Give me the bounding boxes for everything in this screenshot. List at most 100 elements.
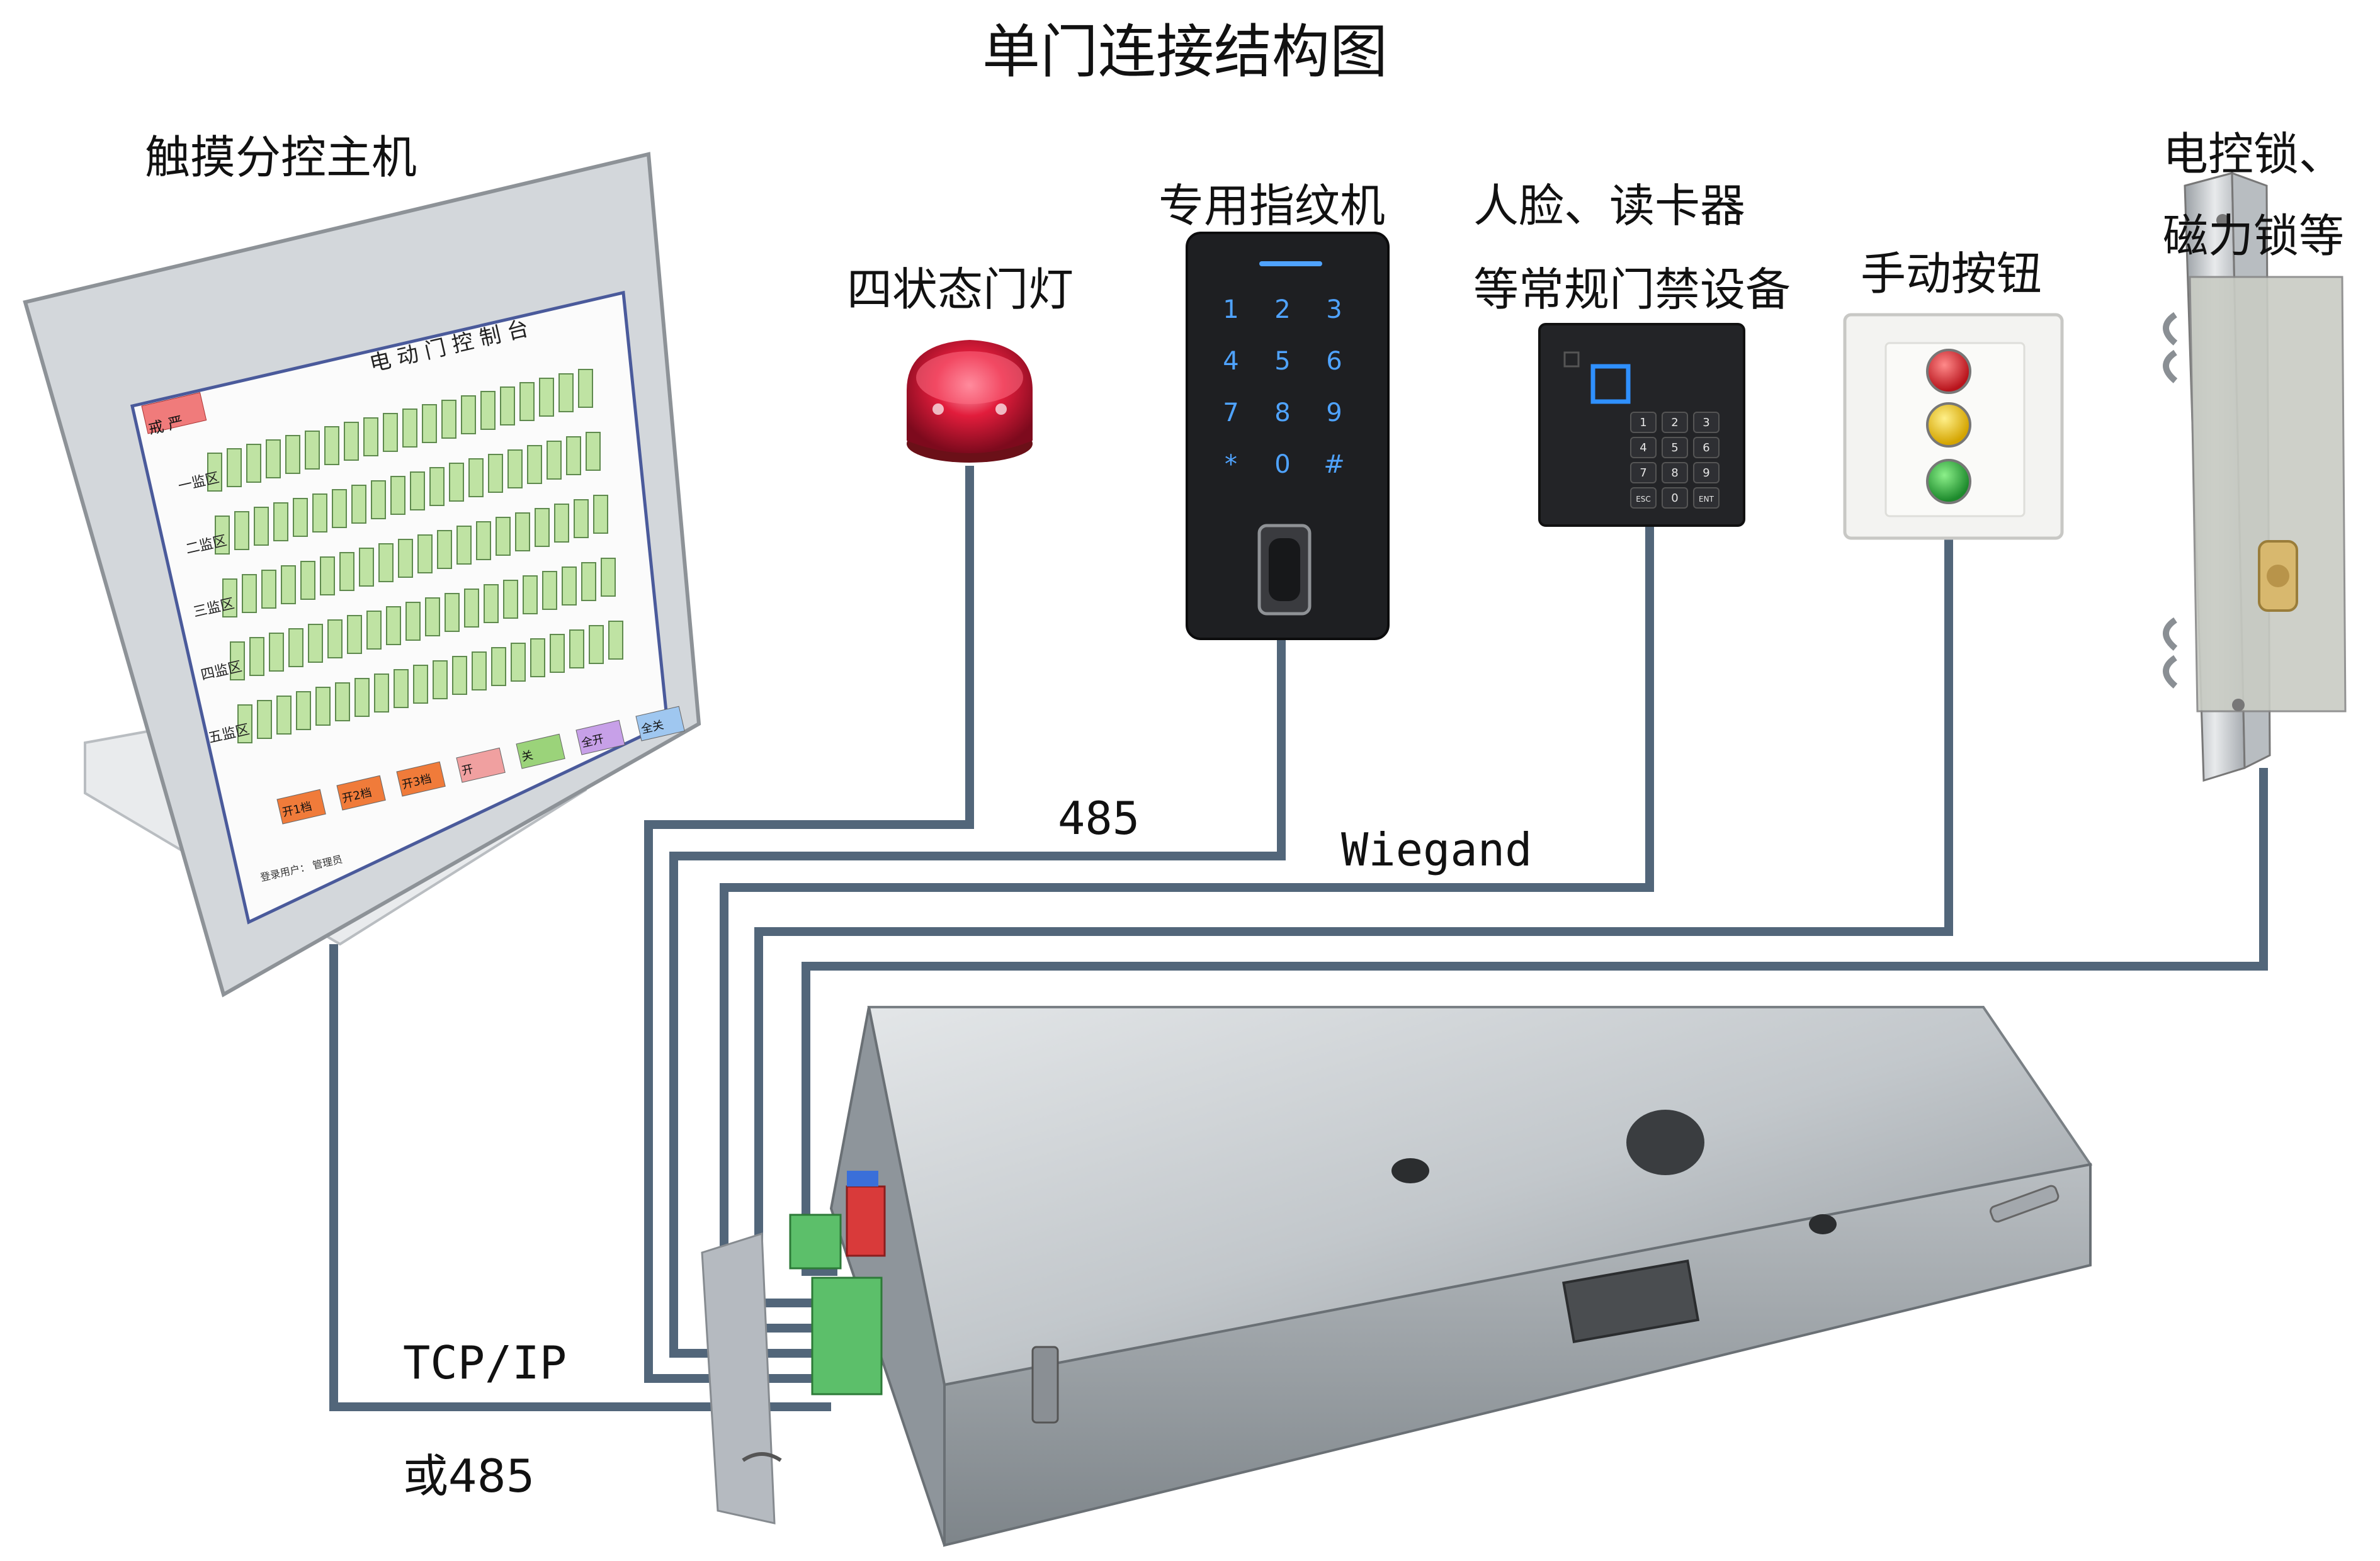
- screen-button: [336, 775, 386, 811]
- reader-key: [1630, 487, 1657, 509]
- fingerprint-key: 1: [1223, 295, 1238, 324]
- door-cell: [429, 467, 445, 506]
- reader-key-label: 1: [1640, 416, 1646, 429]
- door-cell: [441, 400, 456, 439]
- manual-button-panel: [1843, 313, 2064, 540]
- door-cell: [468, 458, 484, 497]
- door-cell: [519, 382, 535, 421]
- door-cell: [480, 391, 496, 430]
- door-cell: [398, 539, 413, 578]
- reader-key-label: 5: [1671, 441, 1678, 454]
- door-cell: [574, 499, 589, 538]
- door-cell: [539, 378, 554, 417]
- door-cell: [547, 441, 562, 480]
- door-cell: [394, 669, 409, 708]
- door-cell: [242, 574, 257, 613]
- door-cell: [327, 619, 343, 658]
- door-cell: [515, 512, 530, 551]
- fingerprint-key: 6: [1326, 347, 1342, 376]
- terminal-red: [846, 1185, 886, 1257]
- door-cell: [339, 552, 354, 591]
- door-cell: [363, 417, 378, 456]
- screen-button: [516, 733, 565, 769]
- label-tcpip: TCP/IP: [403, 1336, 567, 1389]
- door-cell: [344, 422, 359, 461]
- reader-key-label: 0: [1671, 492, 1678, 505]
- reader-key-label: 6: [1703, 441, 1709, 454]
- yellow-button: [1926, 402, 1971, 448]
- screen-button: [276, 789, 326, 825]
- door-cell: [405, 602, 421, 641]
- reader-key: [1662, 437, 1688, 458]
- reader-key: [1693, 412, 1720, 433]
- fingerprint-key: #: [1323, 450, 1345, 479]
- door-cell: [215, 516, 230, 555]
- label-host: 触摸分控主机: [145, 131, 417, 184]
- door-cell: [433, 660, 448, 699]
- reader-key: [1630, 437, 1657, 458]
- door-cell: [288, 628, 303, 667]
- door-cell: [234, 511, 249, 550]
- fingerprint-key: 8: [1274, 398, 1290, 427]
- wire-button: [754, 535, 1953, 1307]
- electric-lock: [2163, 171, 2347, 782]
- reader-key: [1662, 487, 1688, 509]
- door-cell: [472, 651, 487, 690]
- control-box: [701, 1006, 2093, 1547]
- reader-key-label: 7: [1640, 466, 1646, 480]
- reader-key-label: 3: [1703, 416, 1709, 429]
- fingerprint-key: 2: [1274, 295, 1290, 324]
- screen-button-label: 开: [460, 762, 474, 778]
- door-cell: [324, 426, 339, 465]
- door-cell: [593, 495, 608, 534]
- reader-key: [1662, 462, 1688, 483]
- door-cell: [558, 373, 574, 412]
- fingerprint-key: 7: [1223, 398, 1238, 427]
- wire-lock: [802, 768, 2268, 1276]
- label-reader-line2: 等常规门禁设备: [1473, 263, 1791, 316]
- reader-key-label: ESC: [1636, 495, 1651, 504]
- fingerprint-key: 5: [1274, 347, 1290, 376]
- screen-button: [635, 706, 685, 741]
- terminal-green-upper: [789, 1214, 842, 1270]
- door-cell: [246, 444, 261, 483]
- door-cell: [390, 476, 405, 515]
- label-485: 485: [1058, 792, 1140, 845]
- door-cell: [562, 566, 577, 606]
- label-fingerprint: 专用指纹机: [1159, 179, 1386, 232]
- door-cell: [569, 629, 584, 668]
- wire-host: [329, 944, 831, 1411]
- label-wiegand: Wiegand: [1341, 823, 1533, 876]
- fingerprint-key: 3: [1326, 295, 1342, 324]
- reader-key-label: 4: [1640, 441, 1646, 454]
- door-cell: [335, 682, 350, 721]
- door-cell: [456, 526, 472, 565]
- screen-button: [575, 719, 625, 755]
- reader-key: [1630, 462, 1657, 483]
- door-cell: [530, 638, 545, 677]
- reader-key-label: ENT: [1699, 495, 1714, 504]
- screen-button: [456, 747, 506, 783]
- door-cell: [359, 548, 374, 587]
- door-cell: [542, 571, 557, 610]
- door-cell: [535, 508, 550, 547]
- door-cell: [296, 691, 311, 730]
- door-cell: [378, 543, 394, 582]
- fingerprint-key: 4: [1223, 347, 1238, 376]
- terminal-blue: [847, 1171, 878, 1186]
- door-cell: [437, 530, 452, 569]
- door-cell: [320, 556, 335, 595]
- green-button: [1926, 459, 1971, 504]
- door-cell: [550, 634, 565, 673]
- door-cell: [425, 597, 440, 636]
- reader-key: [1693, 437, 1720, 458]
- reader-key-label: 9: [1703, 466, 1709, 480]
- door-cell: [266, 439, 281, 478]
- door-cell: [254, 507, 269, 546]
- door-cell: [366, 611, 382, 650]
- label-lock-line2: 磁力锁等: [2163, 210, 2345, 262]
- door-cell: [402, 409, 417, 448]
- door-cell: [383, 413, 398, 452]
